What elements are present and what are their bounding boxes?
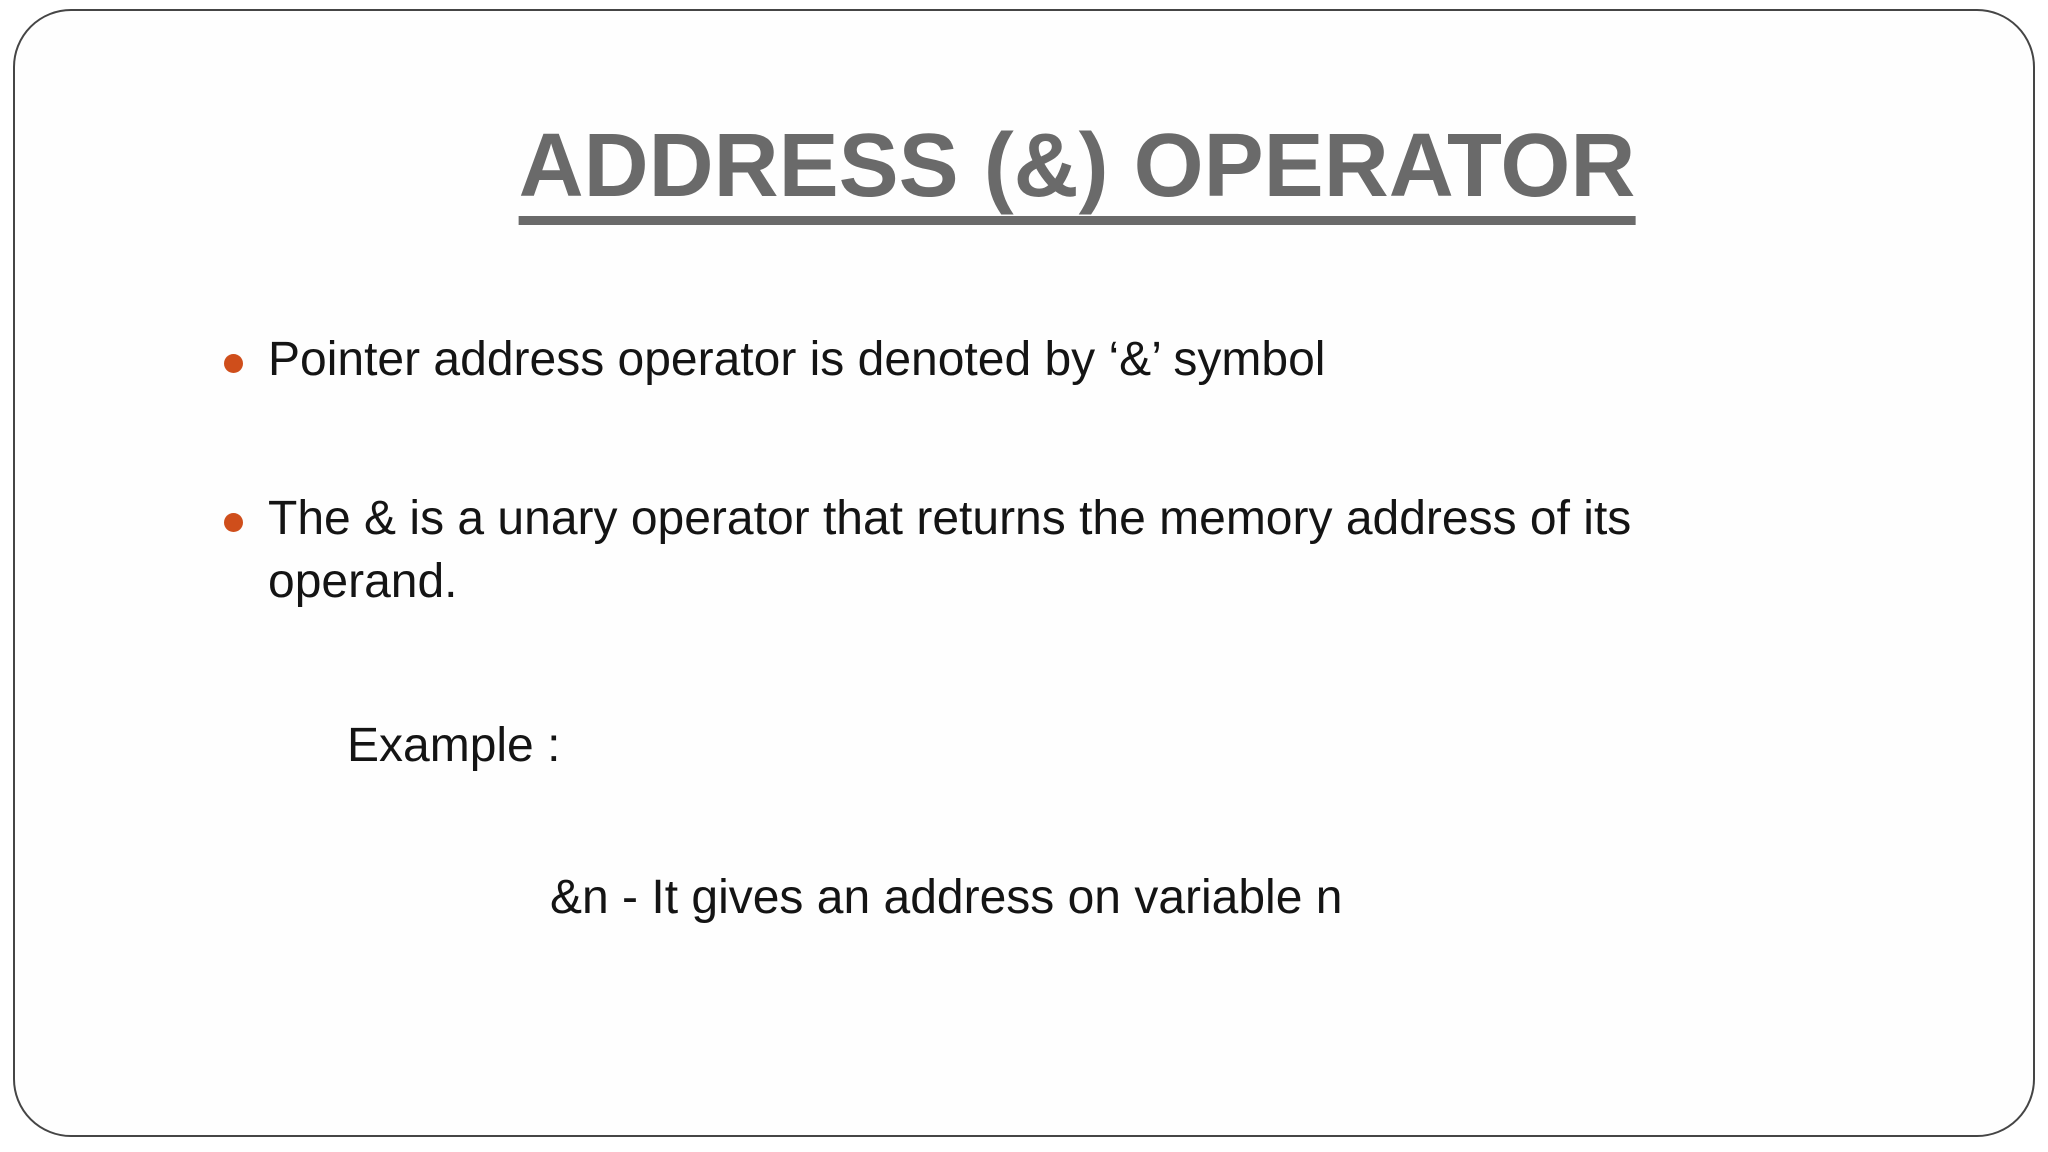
bullet-item: Pointer address operator is denoted by ‘… [224,328,1904,391]
bullet-text: Pointer address operator is denoted by ‘… [268,333,1326,386]
slide-border [13,9,2035,1137]
title-block: ADDRESS (&) OPERATOR [518,121,1636,225]
bullet-item: The & is a unary operator that returns t… [224,487,1904,613]
bullet-dot-icon [224,354,243,373]
example-text: &n - It gives an address on variable n [550,871,1343,924]
example-label: Example : [347,719,561,772]
bullet-dot-icon [224,513,243,532]
bullet-text: The & is a unary operator that returns t… [268,492,1632,608]
slide-title: ADDRESS (&) OPERATOR [518,121,1636,225]
